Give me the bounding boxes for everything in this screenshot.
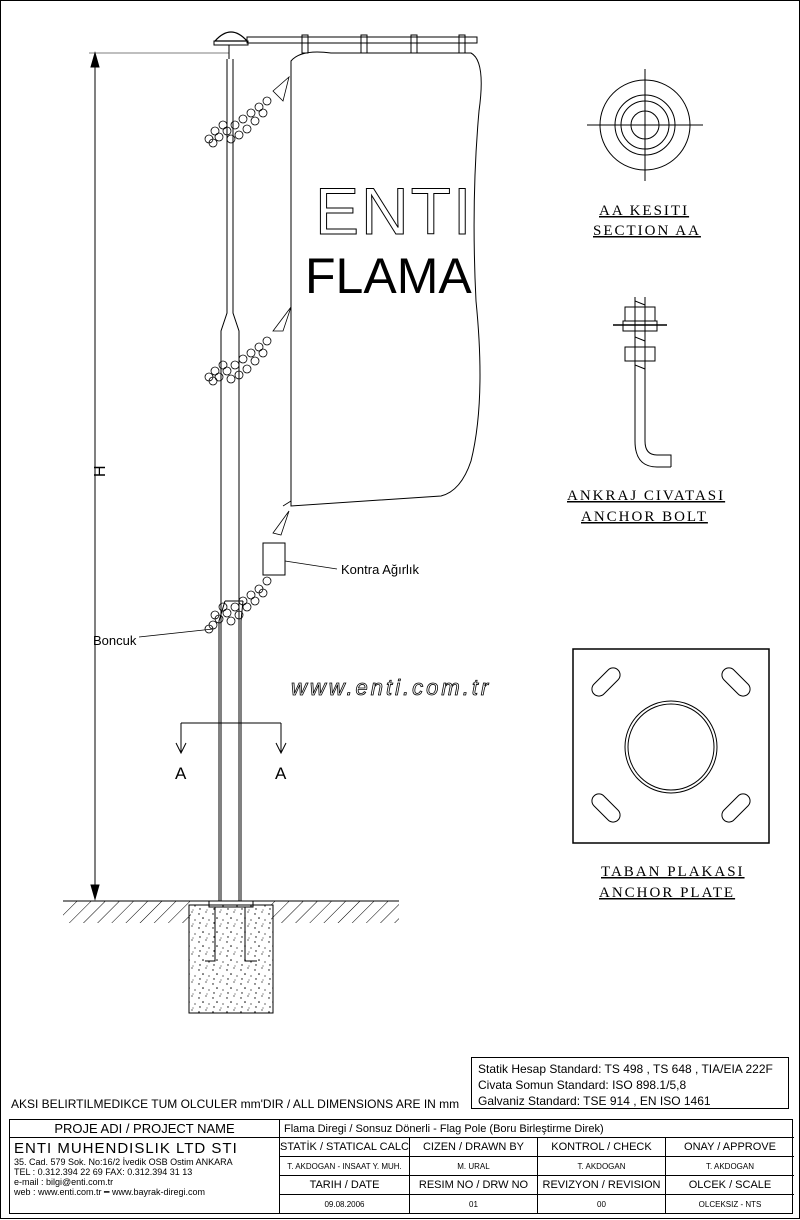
company-email: e-mail : bilgi@enti.com.tr xyxy=(14,1177,114,1187)
standards-box: Statik Hesap Standard: TS 498 , TS 648 ,… xyxy=(471,1057,789,1109)
section-cut-marker xyxy=(175,722,287,755)
anchor-bolt-title-tr: ANKRAJ CIVATASI xyxy=(567,488,725,504)
company-info: ENTI MUHENDISLIK LTD STI 35. Cad. 579 So… xyxy=(10,1138,280,1214)
approve-header: ONAY / APPROVE xyxy=(666,1138,794,1157)
counterweight xyxy=(262,542,286,576)
project-name: Flama Diregi / Sonsuz Dönerli - Flag Pol… xyxy=(280,1120,794,1138)
date-value: 09.08.2006 xyxy=(280,1195,410,1214)
flag-pole xyxy=(218,59,244,901)
section-marker-left: A xyxy=(175,764,187,783)
foundation-bolts xyxy=(205,900,257,962)
anchor-plate-detail xyxy=(572,648,770,844)
standard-bolt: Civata Somun Standard: ISO 898.1/5,8 xyxy=(478,1078,687,1092)
flag-sleeve xyxy=(282,61,292,507)
bead-label: Boncuk xyxy=(93,633,137,648)
pole-top xyxy=(213,31,478,59)
drw-no-header: RESIM NO / DRW NO xyxy=(410,1176,538,1195)
section-aa-detail xyxy=(587,69,703,181)
date-header: TARIH / DATE xyxy=(280,1176,410,1195)
flag-text: FLAMA xyxy=(305,248,472,304)
bead-chain-lower xyxy=(204,510,290,634)
company-phone: TEL : 0.312.394 22 69 FAX: 0.312.394 31 … xyxy=(14,1167,193,1177)
drawn-by-value: M. URAL xyxy=(410,1157,538,1176)
approve-value: T. AKDOGAN xyxy=(666,1157,794,1176)
height-label: H xyxy=(92,465,109,477)
company-web: web : www.enti.com.tr ━ www.bayrak-direg… xyxy=(14,1187,205,1197)
revision-value: 00 xyxy=(538,1195,666,1214)
standard-static: Statik Hesap Standard: TS 498 , TS 648 ,… xyxy=(478,1062,773,1076)
height-dimension xyxy=(89,51,229,901)
drw-no-value: 01 xyxy=(410,1195,538,1214)
anchor-plate-title-en: ANCHOR PLATE xyxy=(599,885,735,901)
bead-chain-middle xyxy=(204,306,292,386)
drawn-by-header: CIZEN / DRAWN BY xyxy=(410,1138,538,1157)
project-name-header: PROJE ADI / PROJECT NAME xyxy=(10,1120,280,1138)
title-block: PROJE ADI / PROJECT NAME Flama Diregi / … xyxy=(9,1119,794,1214)
bead-chain-upper xyxy=(204,75,290,148)
revision-header: REVIZYON / REVISION xyxy=(538,1176,666,1195)
counterweight-label: Kontra Ağırlık xyxy=(341,562,420,577)
anchor-plate-title-tr: TABAN PLAKASI xyxy=(601,864,745,880)
scale-header: OLCEK / SCALE xyxy=(666,1176,794,1195)
check-value: T. AKDOGAN xyxy=(538,1157,666,1176)
watermark-logo: ENTI xyxy=(315,174,473,248)
section-aa-title-en: SECTION AA xyxy=(593,223,701,239)
dimension-note: AKSI BELIRTILMEDIKCE TUM OLCULER mm'DIR … xyxy=(11,1097,460,1111)
flag-banner xyxy=(290,51,482,507)
standard-galvanize: Galvaniz Standard: TSE 914 , EN ISO 1461 xyxy=(478,1094,711,1108)
company-name: ENTI MUHENDISLIK LTD STI xyxy=(14,1140,238,1157)
section-aa-title-tr: AA KESITI xyxy=(599,203,689,219)
ground-line xyxy=(63,900,399,923)
static-calc-header: STATİK / STATICAL CALC xyxy=(280,1138,410,1157)
anchor-bolt-detail xyxy=(613,297,672,468)
watermark-url: www.enti.com.tr xyxy=(291,675,491,700)
scale-value: OLCEKSIZ - NTS xyxy=(698,1200,762,1209)
anchor-bolt-title-en: ANCHOR BOLT xyxy=(581,509,708,525)
check-header: KONTROL / CHECK xyxy=(538,1138,666,1157)
static-calc-value: T. AKDOGAN - INSAAT Y. MUH. xyxy=(280,1157,410,1176)
company-address: 35. Cad. 579 Sok. No:16/2 İvedik OSB Ost… xyxy=(14,1157,233,1167)
concrete-foundation xyxy=(188,904,274,1014)
section-marker-right: A xyxy=(275,764,287,783)
